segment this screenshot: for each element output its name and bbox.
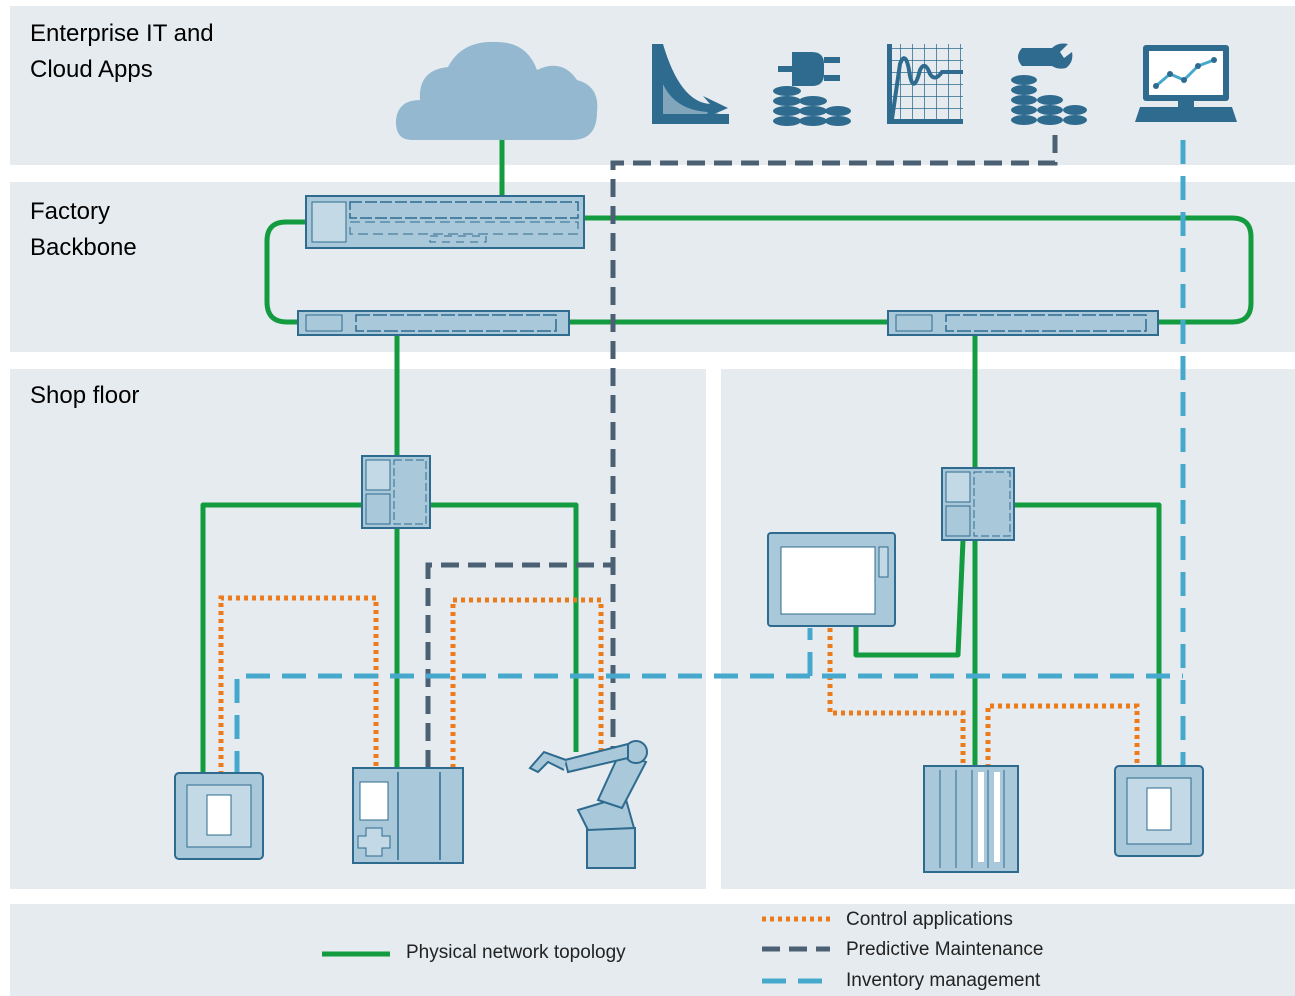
modular-controller [923,765,1019,873]
legend-label-inventory: Inventory management [846,970,1041,991]
shopfloor-zone-label: Shop floor [30,382,140,409]
legend-label-control: Control applications [846,909,1013,930]
backbone-zone-label: Factory Backbone [30,198,137,261]
maintenance-cost-icon [1011,43,1087,125]
cloud-icon [395,41,598,140]
control-application-links [218,595,1140,775]
predictive-maintenance-links [425,135,1058,768]
decline-curve-icon [652,44,729,124]
industrial-robot [528,740,648,869]
drive-device-left [174,772,264,860]
oscillation-chart-icon [887,44,963,124]
field-switch-left [361,455,431,529]
energy-cost-icon [773,52,851,126]
backbone-switch-right [887,310,1159,336]
laptop-trend-icon [1135,45,1237,122]
field-switch-right [941,467,1015,541]
legend-label-physical: Physical network topology [406,942,626,963]
enterprise-zone-label: Enterprise IT and Cloud Apps [30,20,214,83]
hmi-panel [767,532,896,627]
inventory-management-links [234,140,1186,775]
physical-network-links [200,140,1254,775]
legend-label-predictive: Predictive Maintenance [846,939,1044,960]
drive-device-right [1114,765,1204,857]
plc-controller [352,767,464,864]
core-switch [305,195,585,249]
legend-zone [10,904,1295,996]
backbone-switch-left [297,310,570,336]
